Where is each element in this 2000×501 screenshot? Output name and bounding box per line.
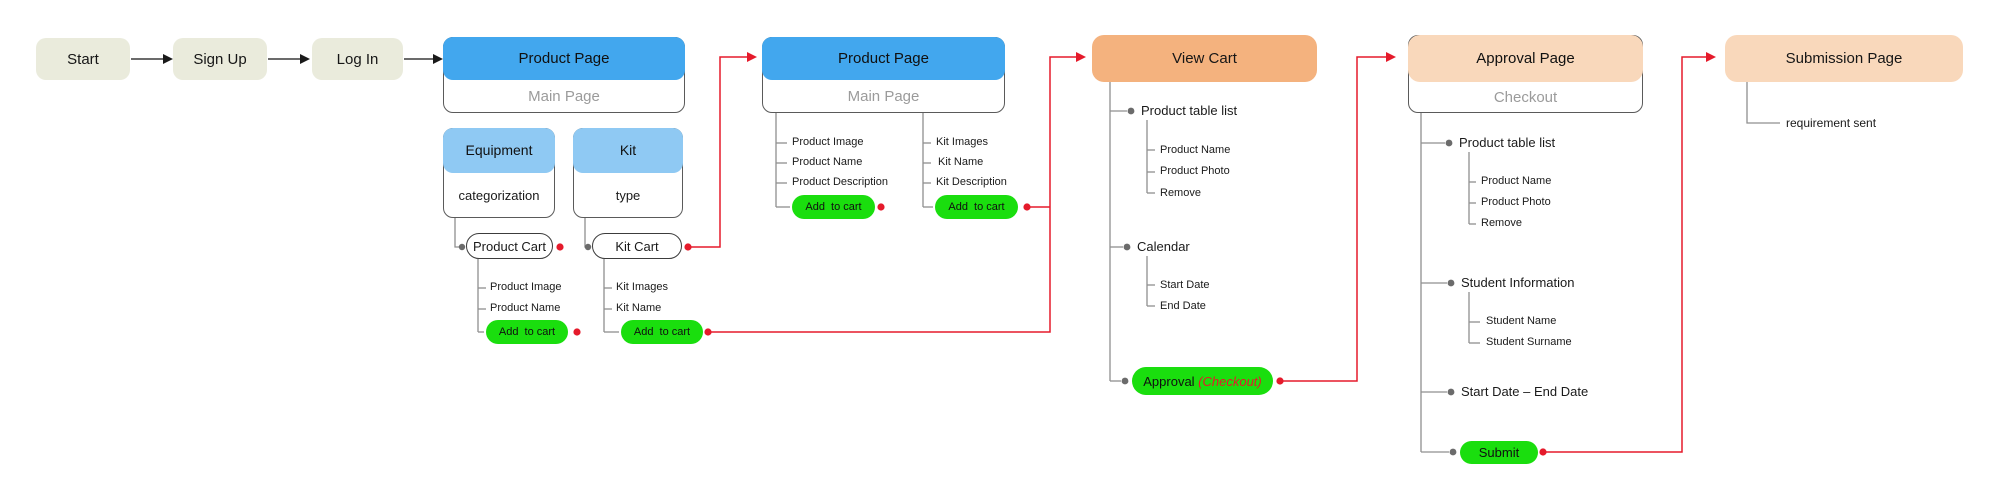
tree-item-pp2-product-description: Product Description bbox=[792, 176, 888, 188]
node-approval-page-header: Approval Page bbox=[1407, 34, 1644, 82]
node-submission-page-title: Submission Page bbox=[1785, 50, 1903, 67]
node-equipment-subtitle-label: categorization bbox=[458, 187, 540, 203]
node-log-in: Log In bbox=[312, 38, 403, 80]
node-product-page-2-subtitle: Main Page bbox=[763, 80, 1004, 112]
node-product-page-1-subtitle: Main Page bbox=[444, 80, 684, 112]
node-approval-page: Approval Page Checkout bbox=[1407, 34, 1644, 113]
approval-checkout-button-note: (Checkout) bbox=[1198, 373, 1262, 389]
node-approval-page-title: Approval Page bbox=[1476, 49, 1575, 67]
node-product-cart: Product Cart bbox=[466, 233, 553, 259]
node-view-cart-title: View Cart bbox=[1172, 50, 1237, 67]
node-sign-up-label: Sign Up bbox=[193, 50, 247, 68]
node-start: Start bbox=[36, 38, 130, 80]
node-kit-subtitle: type bbox=[574, 173, 682, 217]
node-sign-up: Sign Up bbox=[173, 38, 267, 80]
node-product-page-1-title: Product Page bbox=[518, 49, 610, 67]
node-view-cart: View Cart bbox=[1092, 35, 1317, 82]
tree-item-product-image: Product Image bbox=[490, 281, 562, 293]
tree-item-pp2-kit-description: Kit Description bbox=[936, 176, 1007, 188]
approval-checkout-button: Approval (Checkout) bbox=[1132, 367, 1273, 395]
node-equipment-header: Equipment bbox=[442, 127, 556, 173]
navigation-anchor-dot-icons bbox=[556, 203, 1547, 456]
tree-item-vc-remove: Remove bbox=[1160, 187, 1201, 199]
tree-item-vc-product-table-list: Product table list bbox=[1141, 103, 1238, 118]
tree-item-ap-date-range: Start Date – End Date bbox=[1461, 384, 1589, 399]
node-approval-page-subtitle-label: Checkout bbox=[1493, 88, 1558, 106]
node-submission-page: Submission Page bbox=[1725, 35, 1963, 82]
node-equipment: Equipment categorization bbox=[442, 127, 556, 218]
approval-checkout-button-label: Approval bbox=[1143, 373, 1199, 389]
node-equipment-title: Equipment bbox=[465, 142, 533, 159]
node-start-label: Start bbox=[67, 50, 99, 68]
node-product-page-1: Product Page Main Page bbox=[442, 36, 686, 113]
node-product-cart-label: Product Cart bbox=[473, 238, 546, 254]
node-kit-subtitle-label: type bbox=[615, 187, 641, 203]
tree-item-ap-student-name: Student Name bbox=[1486, 315, 1557, 327]
add-to-cart-button-product: Add to cart bbox=[486, 320, 568, 344]
tree-item-vc-calendar: Calendar bbox=[1137, 239, 1190, 254]
tree-item-pp2-product-image: Product Image bbox=[792, 136, 864, 148]
add-to-cart-button-pp2-kit: Add to cart bbox=[935, 195, 1018, 219]
tree-item-pp2-kit-images: Kit Images bbox=[936, 136, 988, 148]
node-product-page-2: Product Page Main Page bbox=[761, 36, 1006, 113]
node-kit-title: Kit bbox=[619, 142, 637, 159]
add-to-cart-button-kit: Add to cart bbox=[621, 320, 703, 344]
tree-item-vc-product-name: Product Name bbox=[1160, 144, 1231, 156]
tree-item-vc-end-date: End Date bbox=[1160, 300, 1206, 312]
tree-item-ap-product-table-list: Product table list bbox=[1459, 135, 1556, 150]
node-kit-cart-label: Kit Cart bbox=[615, 238, 659, 254]
node-kit: Kit type bbox=[572, 127, 684, 218]
node-equipment-subtitle: categorization bbox=[444, 173, 554, 217]
tree-item-kit-name: Kit Name bbox=[616, 302, 662, 314]
node-log-in-label: Log In bbox=[336, 50, 379, 68]
node-kit-header: Kit bbox=[572, 127, 684, 173]
tree-item-vc-product-photo: Product Photo bbox=[1160, 165, 1230, 177]
node-product-page-1-header: Product Page bbox=[442, 36, 686, 80]
node-approval-page-subtitle: Checkout bbox=[1409, 82, 1642, 112]
tree-item-ap-product-name: Product Name bbox=[1481, 175, 1552, 187]
node-product-page-2-title: Product Page bbox=[838, 49, 929, 67]
submit-button: Submit bbox=[1460, 441, 1538, 464]
tree-item-ap-student-surname: Student Surname bbox=[1486, 336, 1572, 348]
node-product-page-2-subtitle-label: Main Page bbox=[847, 87, 920, 105]
tree-item-kit-images: Kit Images bbox=[616, 281, 668, 293]
tree-item-product-name: Product Name bbox=[490, 302, 561, 314]
tree-item-ap-product-photo: Product Photo bbox=[1481, 196, 1551, 208]
node-kit-cart: Kit Cart bbox=[592, 233, 682, 259]
tree-item-ap-student-information: Student Information bbox=[1461, 275, 1575, 290]
tree-item-vc-start-date: Start Date bbox=[1160, 279, 1210, 291]
tree-item-pp2-kit-name: Kit Name bbox=[938, 156, 984, 168]
node-product-page-1-subtitle-label: Main Page bbox=[528, 87, 600, 105]
tree-item-requirement-sent: requirement sent bbox=[1786, 116, 1877, 130]
node-product-page-2-header: Product Page bbox=[761, 36, 1006, 80]
tree-item-ap-remove: Remove bbox=[1481, 217, 1522, 229]
tree-item-pp2-product-name: Product Name bbox=[792, 156, 863, 168]
add-to-cart-button-pp2-product: Add to cart bbox=[792, 195, 875, 219]
